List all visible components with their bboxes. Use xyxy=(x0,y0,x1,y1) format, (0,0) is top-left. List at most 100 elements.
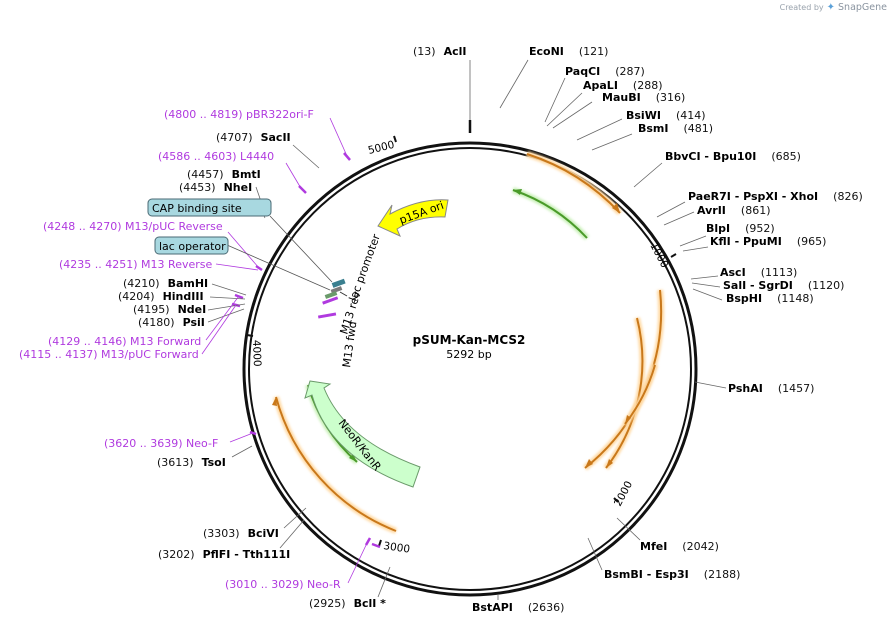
primer-m13-puc-forward[interactable]: (4115 .. 4137) M13/pUC Forward xyxy=(19,348,199,361)
created-by-text: Created by xyxy=(779,3,824,12)
svg-text:PaeR7I - PspXI - XhoI(826): PaeR7I - PspXI - XhoI(826) xyxy=(688,190,863,203)
svg-text:2000: 2000 xyxy=(612,479,635,508)
p15a-ori-feature: p15A ori xyxy=(377,199,449,237)
svg-text:(4180)PsiI: (4180)PsiI xyxy=(138,316,205,329)
site-hindiii[interactable]: (4204)HindIII xyxy=(118,290,204,303)
site-bbvci[interactable]: BbvCI - Bpu10I(685) xyxy=(665,150,801,163)
tick-2000: 2000 xyxy=(612,479,635,508)
neor-kanr-feature: NeoR/KanR xyxy=(304,380,421,488)
primer-m13-reverse[interactable]: (4235 .. 4251) M13 Reverse xyxy=(59,258,212,271)
site-pflfi[interactable]: (3202)PflFI - Tth111I xyxy=(158,548,290,561)
backbone-inner-ring xyxy=(248,147,692,591)
site-bcivi[interactable]: (3303)BciVI xyxy=(203,527,279,540)
site-ndei[interactable]: (4195)NdeI xyxy=(133,303,206,316)
site-avrii[interactable]: AvrII(861) xyxy=(697,204,771,217)
site-acli[interactable]: (13)AclI xyxy=(413,45,467,58)
site-bsmbi[interactable]: BsmBI - Esp3I(2188) xyxy=(604,568,740,581)
svg-text:MauBI(316): MauBI(316) xyxy=(602,91,685,104)
svg-text:ApaLI(288): ApaLI(288) xyxy=(583,79,663,92)
primer-m13-forward[interactable]: (4129 .. 4146) M13 Forward xyxy=(48,335,201,348)
svg-text:KflI - PpuMI(965): KflI - PpuMI(965) xyxy=(710,235,826,248)
svg-text:5000: 5000 xyxy=(367,139,396,157)
svg-text:(3613)TsoI: (3613)TsoI xyxy=(157,456,226,469)
tick-3000: 3000 xyxy=(378,539,411,556)
svg-text:(4707)SacII: (4707)SacII xyxy=(216,131,291,144)
primer-labels: (4800 .. 4819) pBR322ori-F (4586 .. 4603… xyxy=(19,108,341,591)
site-bsiwi[interactable]: BsiWI(414) xyxy=(626,109,706,122)
site-kfli[interactable]: KflI - PpuMI(965) xyxy=(710,235,826,248)
site-econi[interactable]: EcoNI(121) xyxy=(529,45,608,58)
svg-text:BlpI(952): BlpI(952) xyxy=(706,222,775,235)
snapgene-brand-text: SnapGene xyxy=(838,2,887,13)
svg-text:PshAI(1457): PshAI(1457) xyxy=(728,382,814,395)
primer-leader-lines xyxy=(201,117,369,584)
svg-text:(13)AclI: (13)AclI xyxy=(413,45,467,58)
svg-text:BbvCI - Bpu10I(685): BbvCI - Bpu10I(685) xyxy=(665,150,801,163)
svg-text:BspHI(1148): BspHI(1148) xyxy=(726,292,814,305)
svg-text:PaqCI(287): PaqCI(287) xyxy=(565,65,645,78)
green-feature-arrowheads xyxy=(349,189,522,462)
site-tsoi[interactable]: (3613)TsoI xyxy=(157,456,226,469)
cap-binding-site-box[interactable]: CAP binding site xyxy=(147,198,272,217)
tick-4000: 4000 xyxy=(246,334,263,367)
svg-text:(4195)NdeI: (4195)NdeI xyxy=(133,303,206,316)
svg-text:BstAPI(2636): BstAPI(2636) xyxy=(472,601,564,614)
svg-text:SalI - SgrDI(1120): SalI - SgrDI(1120) xyxy=(723,279,844,292)
m13-fwd-label: M13 fwd xyxy=(340,320,359,368)
site-psii[interactable]: (4180)PsiI xyxy=(138,316,205,329)
lac-operator-label: lac operator xyxy=(159,240,226,253)
svg-text:(4204)HindIII: (4204)HindIII xyxy=(118,290,204,303)
svg-text:(3303)BciVI: (3303)BciVI xyxy=(203,527,279,540)
svg-text:3000: 3000 xyxy=(383,540,411,556)
svg-text:EcoNI(121): EcoNI(121) xyxy=(529,45,608,58)
plasmid-name: pSUM-Kan-MCS2 xyxy=(413,333,526,347)
site-mfei[interactable]: MfeI(2042) xyxy=(640,540,719,553)
site-apali[interactable]: ApaLI(288) xyxy=(583,79,663,92)
site-bamhi[interactable]: (4210)BamHI xyxy=(123,277,208,290)
site-bstapi[interactable]: BstAPI(2636) xyxy=(472,601,564,614)
svg-text:(4210)BamHI: (4210)BamHI xyxy=(123,277,208,290)
primer-pbr322ori-f[interactable]: (4800 .. 4819) pBR322ori-F xyxy=(164,108,314,121)
site-pshai[interactable]: PshAI(1457) xyxy=(728,382,814,395)
tick-5000: 5000 xyxy=(367,135,397,157)
svg-text:BsmI(481): BsmI(481) xyxy=(638,122,713,135)
site-nhei[interactable]: (4453)NheI xyxy=(179,181,252,194)
svg-text:(3202)PflFI - Tth111I: (3202)PflFI - Tth111I xyxy=(158,548,290,561)
primer-m13-puc-reverse[interactable]: (4248 .. 4270) M13/pUC Reverse xyxy=(43,220,223,233)
lac-operator-box[interactable]: lac operator xyxy=(154,236,229,255)
site-bmti[interactable]: (4457)BmtI xyxy=(187,168,261,181)
site-sacii[interactable]: (4707)SacII xyxy=(216,131,291,144)
primer-neo-r[interactable]: (3010 .. 3029) Neo-R xyxy=(225,578,341,591)
site-sali[interactable]: SalI - SgrDI(1120) xyxy=(723,279,844,292)
site-blpi[interactable]: BlpI(952) xyxy=(706,222,775,235)
svg-text:BsiWI(414): BsiWI(414) xyxy=(626,109,706,122)
primer-neo-f[interactable]: (3620 .. 3639) Neo-F xyxy=(104,437,218,450)
lac-region-features: lac promoter M13 rev M13 fwd xyxy=(317,232,383,368)
site-asci[interactable]: AscI(1113) xyxy=(720,266,797,279)
site-bcli[interactable]: (2925)BclI * xyxy=(309,597,386,610)
site-bsmi[interactable]: BsmI(481) xyxy=(638,122,713,135)
feature-box-leaders xyxy=(226,215,333,291)
primer-l4440[interactable]: (4586 .. 4603) L4440 xyxy=(158,150,274,163)
site-paer7i[interactable]: PaeR7I - PspXI - XhoI(826) xyxy=(688,190,863,203)
svg-text:(4453)NheI: (4453)NheI xyxy=(179,181,252,194)
svg-text:MfeI(2042): MfeI(2042) xyxy=(640,540,719,553)
svg-text:AvrII(861): AvrII(861) xyxy=(697,204,771,217)
svg-text:AscI(1113): AscI(1113) xyxy=(720,266,797,279)
svg-text:4000: 4000 xyxy=(250,340,263,367)
site-labels: (13)AclI EcoNI(121) PaqCI(287) ApaLI(288… xyxy=(118,45,863,614)
snapgene-watermark: Created by ✦ SnapGene xyxy=(780,2,887,13)
site-paqci[interactable]: PaqCI(287) xyxy=(565,65,645,78)
cap-binding-site-label: CAP binding site xyxy=(152,202,242,215)
svg-text:BsmBI - Esp3I(2188): BsmBI - Esp3I(2188) xyxy=(604,568,740,581)
site-maubi[interactable]: MauBI(316) xyxy=(602,91,685,104)
site-bsphi[interactable]: BspHI(1148) xyxy=(726,292,814,305)
svg-text:(4457)BmtI: (4457)BmtI xyxy=(187,168,261,181)
backbone-outer-ring xyxy=(242,141,698,597)
site-leader-lines xyxy=(207,59,727,600)
orange-feature-arrowheads xyxy=(272,203,631,468)
snapgene-logo-icon: ✦ xyxy=(826,2,836,13)
plasmid-length: 5292 bp xyxy=(446,348,491,361)
svg-text:(2925)BclI *: (2925)BclI * xyxy=(309,597,386,610)
